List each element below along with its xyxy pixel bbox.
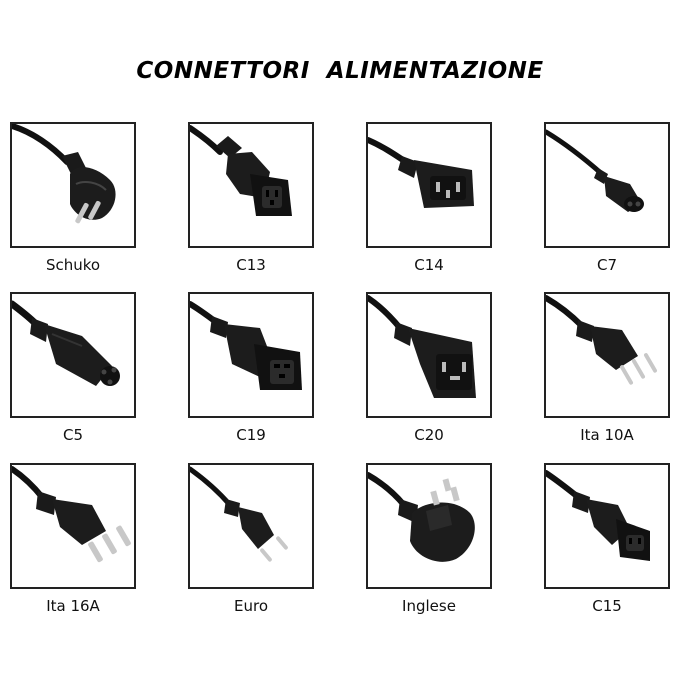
connector-card-c20: C20 [366, 292, 492, 444]
c7-connector-icon [546, 129, 644, 212]
connector-label: Euro [234, 597, 268, 615]
connector-label: C7 [596, 256, 618, 274]
c20-connector-icon [368, 295, 476, 398]
connector-image-frame [366, 292, 492, 418]
page-title: CONNETTORI ALIMENTAZIONE [136, 58, 544, 84]
connector-card-c7: C7 [544, 122, 670, 274]
connector-image-frame [10, 292, 136, 418]
connector-card-ita-16a: Ita 16A [10, 463, 136, 615]
connector-image-frame [544, 292, 670, 418]
connector-image-frame [188, 292, 314, 418]
connector-image-frame [10, 122, 136, 248]
euro-plug-icon [190, 466, 288, 562]
connector-image-frame [366, 463, 492, 589]
c19-connector-icon [190, 301, 302, 390]
connector-image-frame [188, 463, 314, 589]
connector-label: C19 [236, 426, 266, 444]
connector-image-frame [544, 463, 670, 589]
connector-label: C13 [236, 256, 266, 274]
connector-label: Ita 16A [46, 597, 100, 615]
connector-label: C14 [414, 256, 444, 274]
connector-image-frame [366, 122, 492, 248]
c13-connector-icon [190, 125, 292, 216]
ita-10a-plug-icon [546, 295, 657, 385]
uk-plug-icon [368, 472, 475, 562]
connector-label: C15 [592, 597, 622, 615]
connector-image-frame [10, 463, 136, 589]
connector-label: Schuko [45, 256, 101, 274]
c5-connector-icon [12, 300, 120, 386]
connector-card-c19: C19 [188, 292, 314, 444]
connector-label: C5 [62, 426, 84, 444]
connector-card-ita-10a: Ita 10A [544, 292, 670, 444]
connector-card-schuko: Schuko [10, 122, 136, 274]
connector-card-c13: C13 [188, 122, 314, 274]
schuko-plug-icon [12, 124, 116, 224]
connector-card-inglese: Inglese [366, 463, 492, 615]
connector-card-c5: C5 [10, 292, 136, 444]
connector-card-euro: Euro [188, 463, 314, 615]
c15-connector-icon [546, 470, 650, 561]
connector-card-c15: C15 [544, 463, 670, 615]
connector-label: C20 [414, 426, 444, 444]
connector-image-frame [188, 122, 314, 248]
c14-connector-icon [368, 137, 474, 208]
connector-image-frame [544, 122, 670, 248]
connector-label: Inglese [402, 597, 456, 615]
ita-16a-plug-icon [12, 466, 131, 563]
connector-label: Ita 10A [580, 426, 634, 444]
connector-card-c14: C14 [366, 122, 492, 274]
